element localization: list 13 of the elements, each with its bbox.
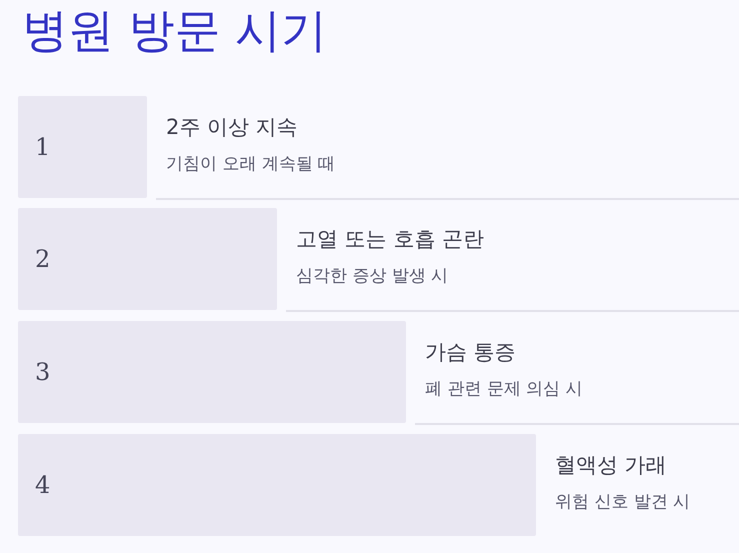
step-number: 3 <box>35 358 50 386</box>
step-heading: 고열 또는 호흡 곤란 <box>296 226 484 252</box>
step-description: 심각한 증상 발생 시 <box>296 265 448 287</box>
step-description: 위험 신호 발견 시 <box>555 491 690 513</box>
step-number: 2 <box>35 245 50 273</box>
step-number: 1 <box>35 133 50 161</box>
step-description: 폐 관련 문제 의심 시 <box>425 378 583 400</box>
step-heading: 혈액성 가래 <box>555 452 667 478</box>
step-heading: 가슴 통증 <box>425 339 516 365</box>
step-description: 기침이 오래 계속될 때 <box>166 153 336 175</box>
step-heading: 2주 이상 지속 <box>166 114 298 140</box>
page-title: 병원 방문 시기 <box>22 2 328 58</box>
step-number: 4 <box>35 471 50 499</box>
